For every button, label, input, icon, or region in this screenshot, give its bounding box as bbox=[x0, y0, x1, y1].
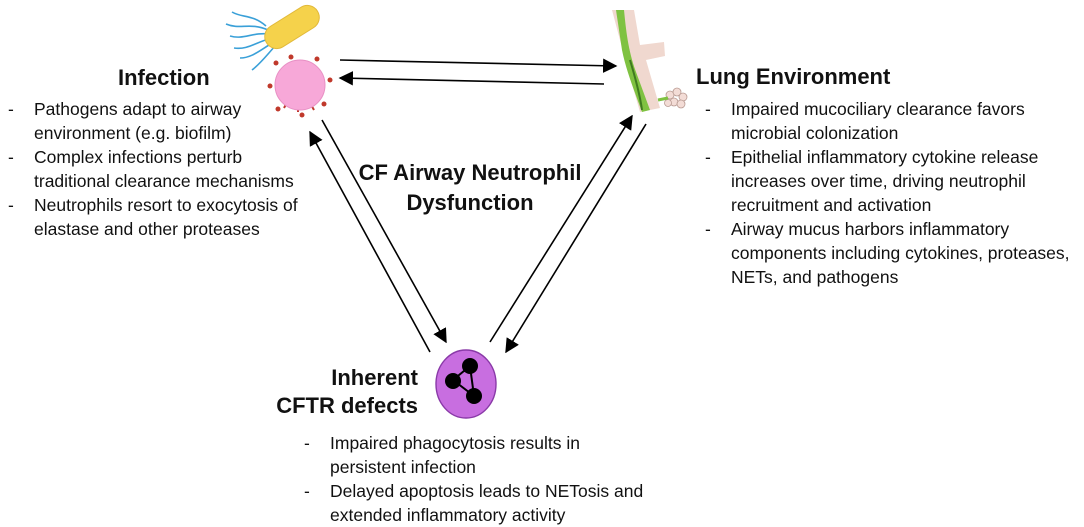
airway-icon bbox=[612, 10, 688, 112]
lung-bullet-list: Impaired mucociliary clearance favors mi… bbox=[705, 97, 1084, 289]
cftr-heading: Inherent CFTR defects bbox=[200, 364, 418, 420]
arrow-infection-to-cftr bbox=[321, 119, 447, 344]
list-item: Delayed apoptosis leads to NETosis and e… bbox=[304, 479, 644, 527]
infection-bullet-list: Pathogens adapt to airway environment (e… bbox=[8, 97, 308, 241]
arrow-cftr-to-lung bbox=[489, 114, 633, 343]
cftr-heading-line2: CFTR defects bbox=[276, 393, 418, 418]
cftr-heading-line1: Inherent bbox=[331, 365, 418, 390]
list-item: Impaired phagocytosis results in persist… bbox=[304, 431, 644, 479]
neutrophil-icon bbox=[435, 349, 497, 419]
infection-heading: Infection bbox=[118, 65, 210, 90]
arrow-cftr-to-infection bbox=[309, 130, 431, 353]
list-item: Airway mucus harbors inflammatory compon… bbox=[705, 217, 1084, 289]
cftr-bullet-list: Impaired phagocytosis results in persist… bbox=[304, 431, 644, 527]
lung-heading: Lung Environment bbox=[696, 64, 891, 89]
bacterium-icon bbox=[225, 4, 320, 71]
arrow-lung-to-infection bbox=[338, 71, 605, 86]
center-title: CF Airway Neutrophil Dysfunction bbox=[358, 160, 582, 215]
list-item: Impaired mucociliary clearance favors mi… bbox=[705, 97, 1084, 145]
list-item: Complex infections perturb traditional c… bbox=[8, 145, 308, 193]
arrow-lung-to-cftr bbox=[505, 123, 647, 354]
list-item: Epithelial inflammatory cytokine release… bbox=[705, 145, 1084, 217]
arrow-infection-to-lung bbox=[339, 58, 618, 73]
list-item: Pathogens adapt to airway environment (e… bbox=[8, 97, 308, 145]
list-item: Neutrophils resort to exocytosis of elas… bbox=[8, 193, 308, 241]
